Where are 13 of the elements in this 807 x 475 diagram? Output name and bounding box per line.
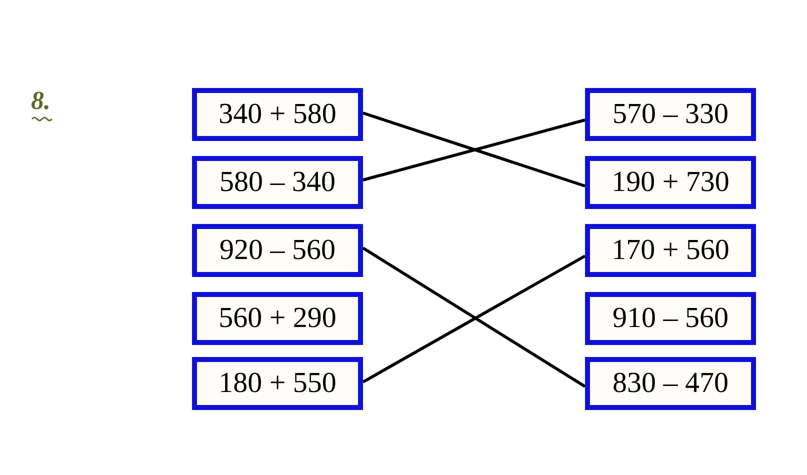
expression-box: 830 – 470 — [585, 357, 756, 410]
connecting-line — [362, 112, 586, 188]
expression-box: 570 – 330 — [585, 88, 756, 141]
expression-box: 910 – 560 — [585, 292, 756, 345]
expression-box: 560 + 290 — [192, 292, 363, 345]
expression-box: 180 + 550 — [192, 357, 363, 410]
connecting-line — [362, 118, 586, 182]
expression-box: 340 + 580 — [192, 88, 363, 141]
expression-box: 580 – 340 — [192, 156, 363, 209]
expression-box: 190 + 730 — [585, 156, 756, 209]
expression-box: 170 + 560 — [585, 224, 756, 277]
task-number: 8. — [31, 88, 50, 114]
expression-box: 920 – 560 — [192, 224, 363, 277]
